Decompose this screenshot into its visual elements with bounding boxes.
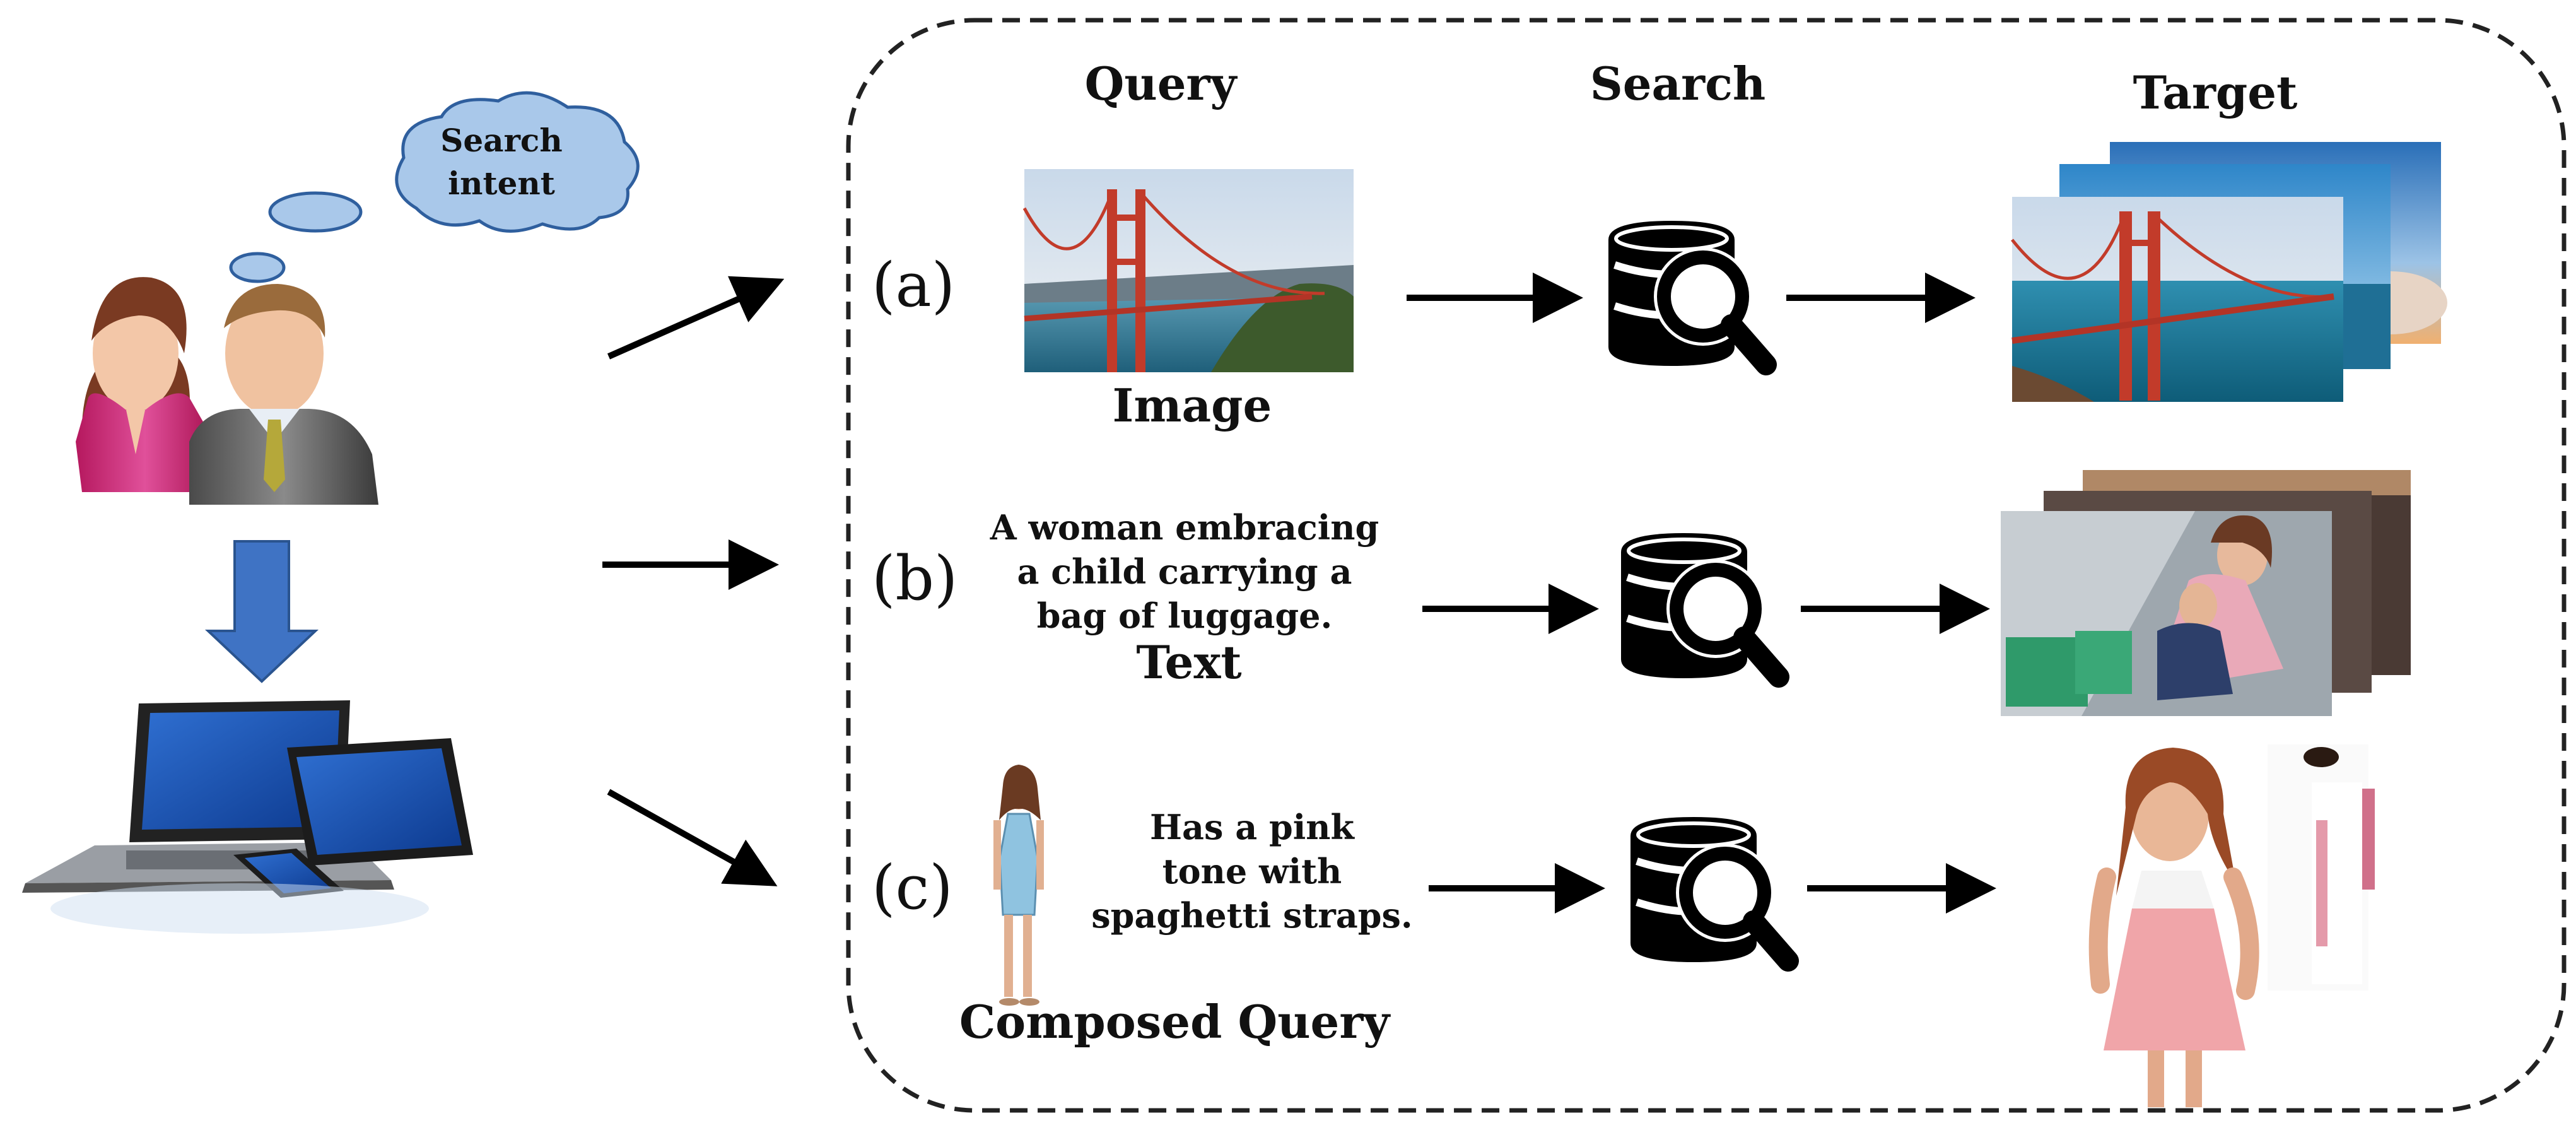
arrow-to-row-a <box>607 276 785 360</box>
query-image-dress <box>993 765 1044 1006</box>
users-icon <box>76 277 378 505</box>
row-c-query-line-1: Has a pink <box>1150 807 1355 847</box>
row-a-caption: Image <box>1113 379 1272 432</box>
query-image-bridge <box>1022 169 1354 372</box>
arrow-to-row-c <box>607 789 778 886</box>
row-b-query-line-3: bag of luggage. <box>1037 596 1333 636</box>
header-search: Search <box>1590 57 1766 110</box>
row-b-label: (b) <box>872 543 957 614</box>
header-query: Query <box>1085 57 1238 110</box>
row-a-label: (a) <box>872 250 955 321</box>
target-images-b <box>2001 470 2411 716</box>
bubble-line-2: intent <box>448 165 555 202</box>
dashed-border <box>846 18 2567 1113</box>
header-target: Target <box>2133 66 2298 119</box>
row-c-label: (c) <box>872 852 953 923</box>
row-c-query-line-2: tone with <box>1162 851 1342 891</box>
target-images-c <box>2088 744 2375 1107</box>
database-search-icon <box>1621 533 1789 688</box>
row-b-query-line-1: A woman embracing <box>990 507 1379 548</box>
row-c-caption: Composed Query <box>959 995 1391 1049</box>
bubble-line-1: Search <box>440 122 562 159</box>
row-c-query-line-3: spaghetti straps. <box>1091 895 1412 936</box>
thought-bubble: Search intent <box>229 91 640 283</box>
row-b-query-line-2: a child carrying a <box>1017 551 1352 592</box>
down-arrow-icon <box>204 540 319 683</box>
target-images-a <box>2011 142 2447 402</box>
devices-icon <box>22 700 473 934</box>
database-search-icon <box>1630 817 1799 972</box>
row-b-caption: Text <box>1136 635 1241 689</box>
database-search-icon <box>1608 221 1777 375</box>
